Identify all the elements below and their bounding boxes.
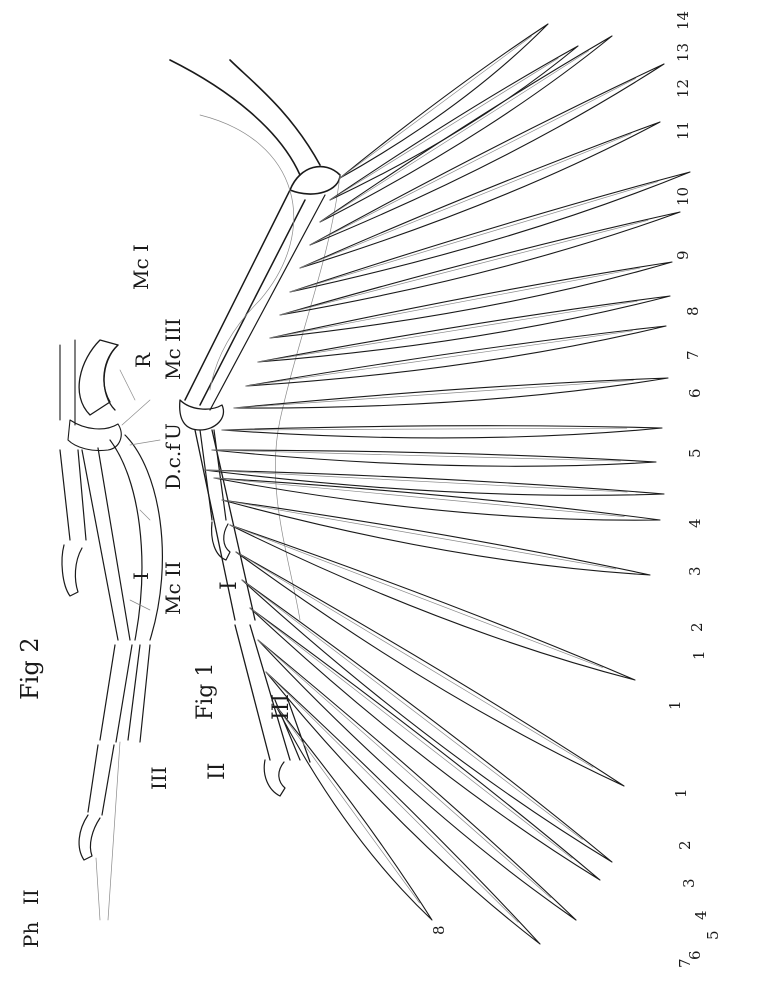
primary-feather-number-2: 1 [672, 788, 690, 798]
feather [340, 24, 548, 178]
fig2-title: Fig 2 [16, 637, 44, 700]
secondary-feather-number-10: 5 [686, 448, 704, 458]
label-dcf: D.c.f [161, 442, 185, 490]
primary-feather-number-8: 7 [676, 958, 694, 968]
secondary-feather-number-12: 3 [686, 566, 704, 576]
label-r: R [131, 352, 155, 368]
label-mc3: Mc III [161, 318, 185, 380]
secondary-number-labels: 14 13 12 11 10 9 8 7 6 5 4 3 2 1 [674, 11, 708, 660]
feather [280, 212, 680, 315]
feather [250, 608, 600, 880]
feather [270, 262, 672, 338]
fig2-hand-skeleton [60, 340, 162, 920]
label-mc1: Mc I [129, 244, 153, 290]
secondary-feather-number-7: 8 [684, 306, 702, 316]
feather [310, 64, 664, 245]
feather [320, 36, 612, 222]
secondary-feather-number-14: 1 [690, 650, 708, 660]
feather [258, 640, 576, 920]
secondary-feather-number-8: 7 [684, 350, 702, 360]
secondary-feather-number-13: 2 [688, 622, 706, 632]
label-u: U [161, 423, 185, 440]
label-ph: Ph [19, 922, 43, 948]
feather-group [204, 24, 690, 944]
secondary-feather-number-2: 13 [674, 43, 692, 62]
label-digit-1: I [129, 572, 153, 580]
feather [212, 450, 656, 466]
secondary-feather-number-1: 14 [674, 11, 692, 30]
secondary-feather-number-11: 4 [686, 518, 704, 528]
feather [204, 470, 664, 495]
fig1-digit-1: I [217, 581, 242, 590]
fig1-labels: Fig 1 I II III [193, 581, 294, 780]
feather [276, 706, 432, 920]
primary-feather-number-1: 1 [666, 700, 684, 710]
feather [214, 478, 660, 520]
primary-feather-number-4: 3 [680, 878, 698, 888]
fig1-digit-2: II [205, 763, 230, 780]
feather [222, 426, 662, 438]
feather [236, 552, 624, 786]
fig1-title: Fig 1 [193, 663, 218, 720]
secondary-feather-number-9: 6 [686, 388, 704, 398]
primary-feather-number-6: 5 [704, 930, 722, 940]
primary-feather-number-9: 8 [430, 925, 448, 935]
feather [242, 580, 612, 862]
label-digit-3: III [147, 766, 171, 790]
feather [330, 46, 578, 200]
secondary-feather-number-6: 9 [674, 250, 692, 260]
feather [246, 326, 666, 386]
secondary-feather-number-3: 12 [674, 79, 692, 98]
secondary-feather-number-5: 10 [674, 187, 692, 206]
feather [266, 672, 540, 944]
secondary-feather-number-4: 11 [674, 121, 692, 140]
fig1-digit-3: III [269, 694, 294, 720]
primary-feather-number-5: 4 [692, 910, 710, 920]
primary-feather-number-3: 2 [676, 840, 694, 850]
label-digit-2: II [19, 889, 43, 905]
label-mc2: Mc II [161, 561, 185, 615]
